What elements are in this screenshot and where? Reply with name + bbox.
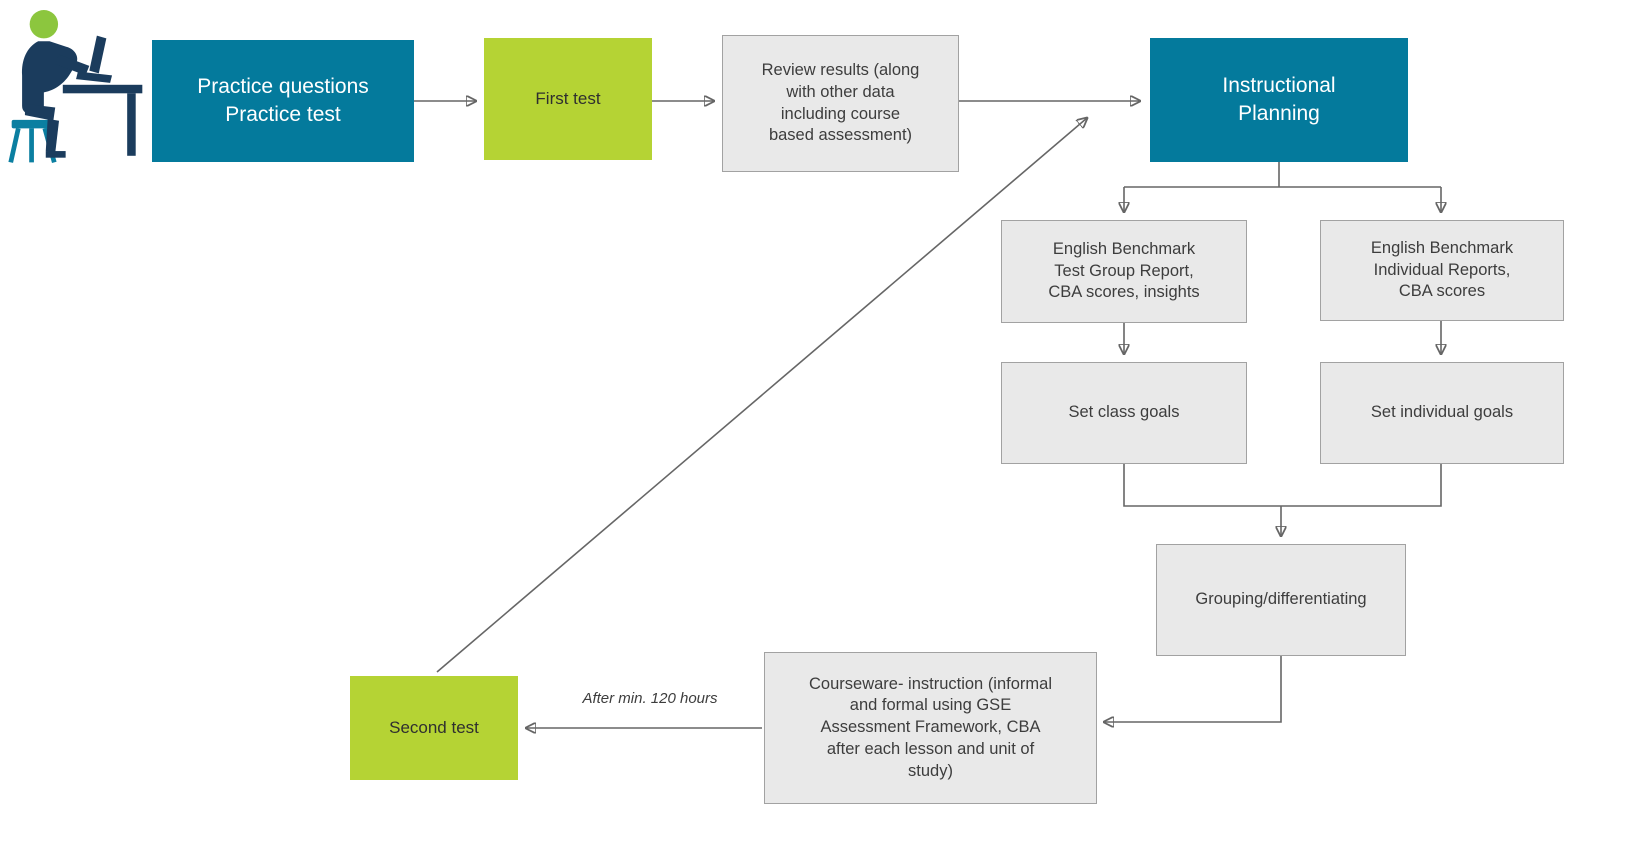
edge-label-after-min-hours: After min. 120 hours [582, 690, 718, 707]
person-shape [21, 10, 90, 158]
node-set-individual-goals: Set individual goals [1320, 362, 1564, 464]
node-grouping-differentiating: Grouping/differentiating [1156, 544, 1406, 656]
desk-laptop-shape [62, 35, 143, 156]
node-label: Practice questions Practice test [197, 75, 369, 126]
node-label: Grouping/differentiating [1195, 590, 1367, 609]
node-group-report: English Benchmark Test Group Report, CBA… [1001, 220, 1247, 323]
node-instructional-planning: Instructional Planning [1150, 38, 1408, 162]
node-label: Set individual goals [1370, 403, 1514, 422]
node-label: English Benchmark Test Group Report, CBA… [1048, 239, 1200, 302]
node-courseware-instruction: Courseware- instruction (informal and fo… [764, 652, 1097, 804]
node-label: Review results (along with other data in… [761, 60, 920, 145]
node-label: First test [535, 88, 601, 108]
person-at-computer-icon [8, 10, 143, 164]
node-label: Instructional Planning [1222, 74, 1336, 125]
connector-goals-merge [1123, 464, 1442, 507]
node-individual-report: English Benchmark Individual Reports, CB… [1320, 220, 1564, 321]
node-label: Courseware- instruction (informal and fo… [809, 674, 1052, 780]
connector-instructional-split [1124, 162, 1441, 188]
node-label: English Benchmark Individual Reports, CB… [1370, 238, 1514, 301]
connector-grouping-to-courseware [1104, 656, 1282, 722]
node-practice-questions: Practice questions Practice test [152, 40, 414, 162]
node-label: Second test [389, 717, 479, 737]
node-first-test: First test [484, 38, 652, 160]
node-second-test: Second test [350, 676, 518, 780]
node-review-results: Review results (along with other data in… [722, 35, 959, 172]
connector-second-test-to-review-loop [436, 118, 1087, 673]
node-set-class-goals: Set class goals [1001, 362, 1247, 464]
node-label: Set class goals [1068, 403, 1180, 422]
